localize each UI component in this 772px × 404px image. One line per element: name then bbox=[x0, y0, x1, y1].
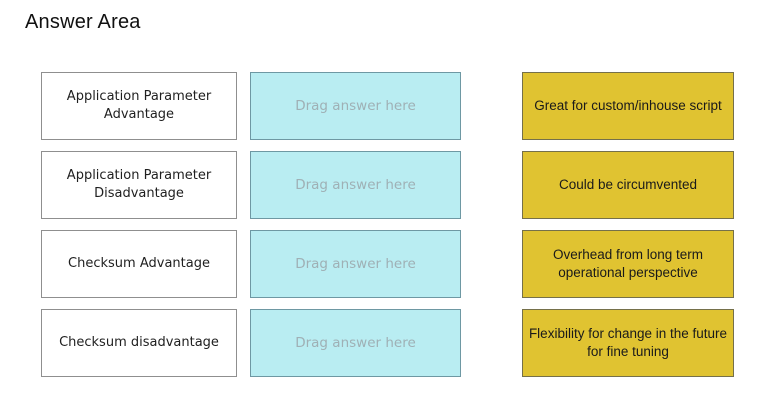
answer-option-great-for-custom-inhouse-script[interactable]: Great for custom/inhouse script bbox=[522, 72, 734, 140]
drop-zone-application-parameter-disadvantage[interactable]: Drag answer here bbox=[250, 151, 461, 219]
answer-option-flexibility-for-change[interactable]: Flexibility for change in the future for… bbox=[522, 309, 734, 377]
category-box-checksum-disadvantage: Checksum disadvantage bbox=[41, 309, 237, 377]
category-label: Checksum disadvantage bbox=[59, 335, 219, 351]
answer-option-label: Could be circumvented bbox=[558, 176, 698, 192]
drop-placeholder: Drag answer here bbox=[295, 335, 416, 351]
drop-zone-checksum-advantage[interactable]: Drag answer here bbox=[250, 230, 461, 298]
answer-option-overhead-long-term[interactable]: Overhead from long term operational pers… bbox=[522, 230, 734, 298]
answer-option-label: Overhead from long term operational pers… bbox=[552, 246, 704, 280]
answer-options-column: Great for custom/inhouse script Could be… bbox=[522, 72, 734, 377]
category-box-application-parameter-disadvantage: Application Parameter Disadvantage bbox=[41, 151, 237, 219]
category-label: Checksum Advantage bbox=[68, 256, 210, 272]
category-column: Application Parameter Advantage Applicat… bbox=[41, 72, 237, 377]
drop-zone-column: Drag answer here Drag answer here Drag a… bbox=[250, 72, 461, 377]
answer-option-label: Flexibility for change in the future for… bbox=[528, 325, 728, 359]
drop-placeholder: Drag answer here bbox=[295, 256, 416, 272]
answer-option-could-be-circumvented[interactable]: Could be circumvented bbox=[522, 151, 734, 219]
answer-option-label: Great for custom/inhouse script bbox=[534, 97, 722, 113]
page-title: Answer Area bbox=[25, 11, 141, 33]
drop-placeholder: Drag answer here bbox=[295, 177, 416, 193]
category-box-checksum-advantage: Checksum Advantage bbox=[41, 230, 237, 298]
drop-zone-application-parameter-advantage[interactable]: Drag answer here bbox=[250, 72, 461, 140]
category-label: Application Parameter Advantage bbox=[66, 89, 212, 122]
category-box-application-parameter-advantage: Application Parameter Advantage bbox=[41, 72, 237, 140]
category-label: Application Parameter Disadvantage bbox=[66, 168, 212, 201]
drop-zone-checksum-disadvantage[interactable]: Drag answer here bbox=[250, 309, 461, 377]
drop-placeholder: Drag answer here bbox=[295, 98, 416, 114]
